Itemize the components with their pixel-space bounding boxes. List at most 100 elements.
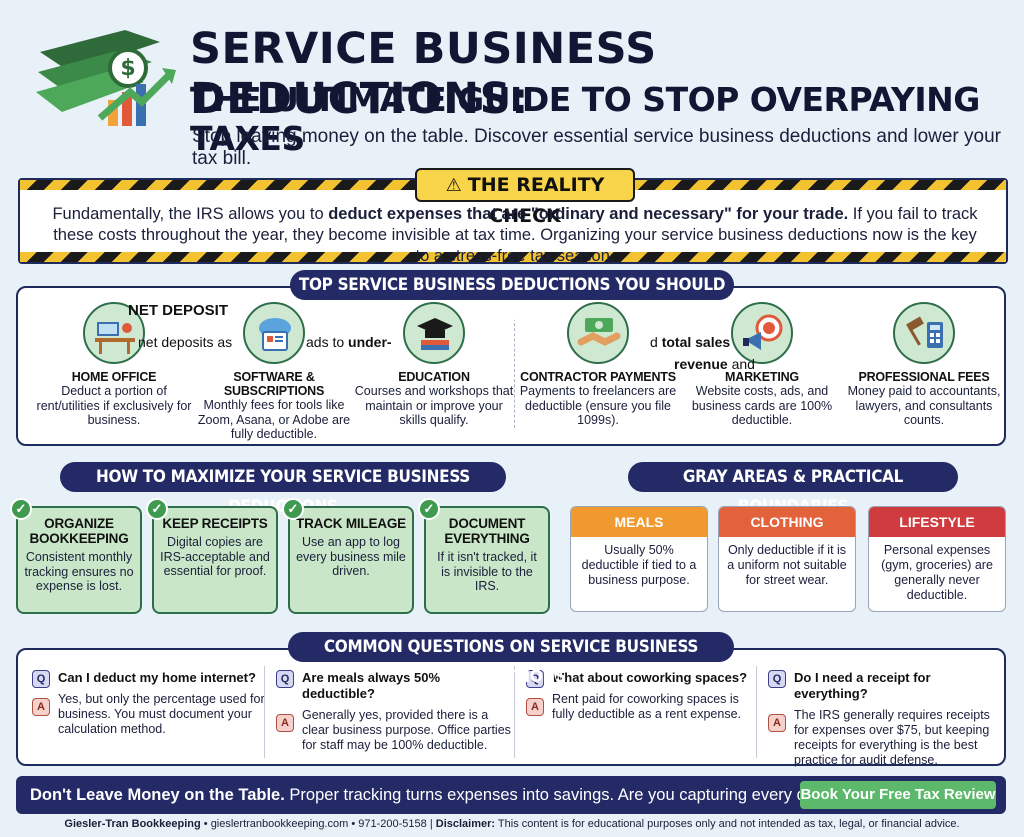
faq-item: Q Can I deduct my home internet? A Yes, bu… — [32, 670, 268, 737]
svg-text:$: $ — [120, 56, 135, 81]
maximize-heading: HOW TO MAXIMIZE YOUR SERVICE BUSINESS DE… — [60, 462, 506, 517]
deduction-desc: Website costs, ads, and business cards a… — [691, 384, 833, 427]
answer-badge: A — [276, 714, 294, 732]
gray-card-desc: Personal expenses (gym, groceries) are g… — [881, 543, 993, 602]
phone-number: 971-200-5158 — [358, 818, 427, 830]
disclaimer-text: This content is for educational purposes… — [497, 818, 960, 830]
gray-areas-heading: GRAY AREAS & PRACTICAL BOUNDARIES — [628, 462, 958, 517]
check-icon: ✓ — [282, 498, 304, 520]
answer-badge: A — [526, 698, 544, 716]
question-badge: Q — [526, 670, 544, 688]
deduction-title: HOME OFFICE — [71, 370, 157, 384]
deduction-desc: Monthly fees for tools like Zoom, Asana,… — [197, 398, 351, 441]
graduation-cap-icon — [403, 302, 465, 364]
faq-question: Are meals always 50% deductible? — [302, 670, 441, 701]
step-document-everything: ✓ DOCUMENT EVERYTHING If it isn't tracke… — [418, 498, 550, 614]
faq-answer: Generally yes, provided there is a clear… — [302, 708, 511, 752]
gray-card-title: LIFESTYLE — [869, 507, 1005, 537]
gray-card-clothing: CLOTHING Only deductible if it is a unif… — [718, 506, 856, 612]
cta-bar: Don't Leave Money on the Table. Proper t… — [16, 776, 1006, 814]
deduction-education: EDUCATION Courses and workshops that mai… — [354, 302, 514, 428]
stray-ads-to: ads to under- — [306, 334, 392, 350]
cta-text: Don't Leave Money on the Table. Proper t… — [30, 786, 878, 804]
deduction-professional-fees: PROFESSIONAL FEES Money paid to accounta… — [844, 302, 1004, 428]
question-badge: Q — [276, 670, 294, 688]
faq-question: Do I need a receipt for everything? — [794, 670, 931, 701]
faq-answer: Yes, but only the percentage used for bu… — [58, 692, 265, 736]
page-title: SERVICE BUSINESS DEDUCTIONS: — [190, 24, 657, 124]
deduction-title: SOFTWARE & SUBSCRIPTIONS — [223, 370, 325, 398]
check-icon: ✓ — [146, 498, 168, 520]
megaphone-target-icon — [731, 302, 793, 364]
question-badge: Q — [768, 670, 786, 688]
company-name: Giesler-Tran Bookkeeping — [64, 818, 201, 830]
faq-heading: COMMON QUESTIONS ON SERVICE BUSINESS DED… — [288, 632, 734, 687]
warning-icon: ⚠ — [445, 175, 462, 196]
deduction-desc: Courses and workshops that maintain or i… — [354, 384, 514, 427]
step-organize-bookkeeping: ✓ ORGANIZE BOOKKEEPING Consistent monthl… — [10, 498, 142, 614]
step-desc: Digital copies are IRS-acceptable and es… — [160, 535, 270, 578]
step-desc: Consistent monthly tracking ensures no e… — [24, 550, 134, 593]
step-track-mileage: ✓ TRACK MILEAGE Use an app to log every … — [282, 498, 414, 614]
footer: Giesler-Tran Bookkeeping • gieslertranbo… — [64, 818, 960, 830]
deduction-title: MARKETING — [725, 370, 799, 384]
website-link[interactable]: gieslertranbookkeeping.com — [210, 818, 349, 830]
deduction-title: PROFESSIONAL FEES — [858, 370, 990, 384]
stray-net-deposits-as: net deposits as — [138, 334, 233, 350]
gavel-calculator-icon — [893, 302, 955, 364]
faq-item: Q Do I need a receipt for everything? A Th… — [768, 670, 1004, 768]
divider — [514, 666, 515, 758]
deduction-title: CONTRACTOR PAYMENTS — [520, 370, 676, 384]
deduction-contractor: CONTRACTOR PAYMENTS Payments to freelanc… — [518, 302, 678, 428]
gray-card-desc: Only deductible if it is a uniform not s… — [727, 543, 847, 587]
reality-check-text: Fundamentally, the IRS allows you to ded… — [52, 205, 978, 265]
faq-item: Q Are meals always 50% deductible? A Gener… — [276, 670, 512, 753]
gray-card-meals: MEALS Usually 50% deductible if tied to … — [570, 506, 708, 612]
cloud-software-icon — [243, 302, 305, 364]
reality-check-panel: ⚠THE REALITY CHECK Fundamentally, the IR… — [18, 168, 1008, 265]
step-title: TRACK MILEAGE — [296, 516, 406, 531]
dollar-growth-logo: $ — [30, 22, 180, 132]
step-desc: Use an app to log every business mile dr… — [296, 535, 406, 578]
page-subtitle: Stop leaving money on the table. Discove… — [192, 126, 1002, 169]
step-title: KEEP RECEIPTS — [162, 516, 268, 531]
faq-question: Can I deduct my home internet? — [58, 670, 256, 685]
top-deductions-panel: HOME OFFICE Deduct a portion of rent/uti… — [16, 286, 1006, 446]
stray-net-deposit: NET DEPOSIT — [128, 302, 229, 319]
question-badge: Q — [32, 670, 50, 688]
handshake-icon — [567, 302, 629, 364]
stray-total-sales: d total sales — [650, 334, 731, 350]
deduction-home-office: HOME OFFICE Deduct a portion of rent/uti… — [34, 302, 194, 428]
faq-question: What about coworking spaces? — [552, 670, 748, 685]
answer-badge: A — [32, 698, 50, 716]
gray-card-title: MEALS — [571, 507, 707, 537]
answer-badge: A — [768, 714, 786, 732]
deduction-desc: Deduct a portion of rent/utilities if ex… — [36, 384, 192, 427]
deduction-desc: Payments to freelancers are deductible (… — [519, 384, 677, 427]
step-desc: If it isn't tracked, it is invisible to … — [437, 550, 537, 593]
faq-answer: The IRS generally requires receipts for … — [794, 708, 990, 767]
deduction-title: EDUCATION — [398, 370, 470, 384]
gray-card-title: CLOTHING — [719, 507, 855, 537]
stray-revenue-and: revenue and — [674, 356, 755, 372]
divider — [514, 318, 515, 428]
home-office-icon — [83, 302, 145, 364]
step-title: DOCUMENT EVERYTHING — [444, 516, 530, 546]
step-title: ORGANIZE BOOKKEEPING — [29, 516, 129, 546]
header: $ SERVICE BUSINESS DEDUCTIONS: THE ULTIM… — [0, 0, 1024, 169]
deduction-marketing: MARKETING Website costs, ads, and busine… — [682, 302, 842, 428]
top-deductions-heading: TOP SERVICE BUSINESS DEDUCTIONS YOU SHOU… — [290, 270, 734, 325]
gray-card-lifestyle: LIFESTYLE Personal expenses (gym, grocer… — [868, 506, 1006, 612]
faq-answer: Rent paid for coworking spaces is fully … — [552, 692, 742, 721]
hazard-stripe-bottom — [20, 252, 1006, 262]
book-tax-review-button[interactable]: Book Your Free Tax Review — [800, 781, 996, 809]
divider — [756, 666, 757, 758]
step-keep-receipts: ✓ KEEP RECEIPTS Digital copies are IRS-a… — [146, 498, 278, 614]
deduction-software: SOFTWARE & SUBSCRIPTIONS Monthly fees fo… — [194, 302, 354, 442]
faq-panel: Q Can I deduct my home internet? A Yes, bu… — [16, 648, 1006, 768]
faq-item: Q What about coworking spaces? A Rent paid… — [526, 670, 762, 722]
reality-check-title: ⚠THE REALITY CHECK — [415, 168, 635, 227]
check-icon: ✓ — [10, 498, 32, 520]
divider — [264, 666, 265, 758]
deduction-desc: Money paid to accountants, lawyers, and … — [847, 384, 1001, 427]
